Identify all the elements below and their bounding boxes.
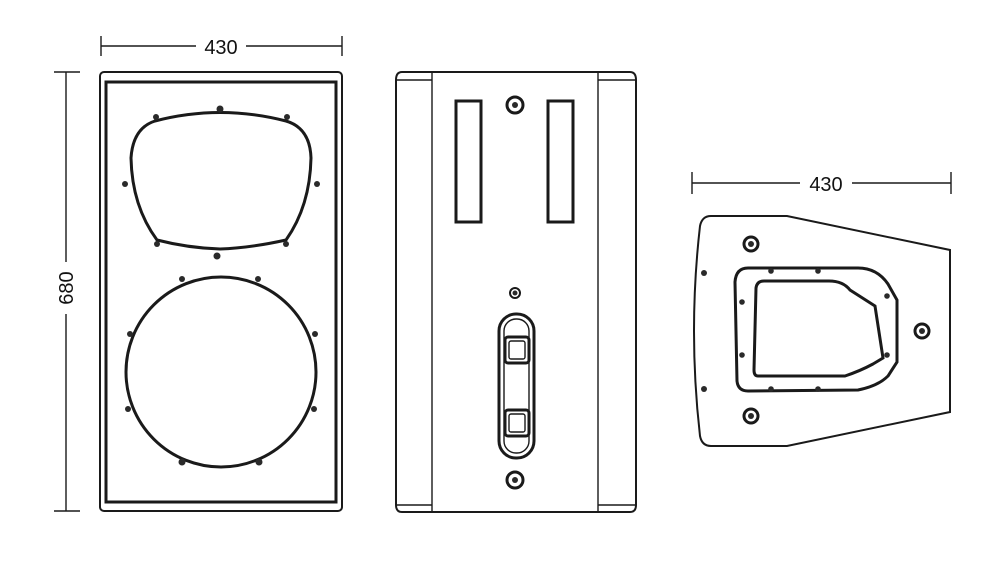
front-grille-frame	[104, 80, 338, 504]
side-baffle-frame	[733, 266, 899, 393]
input-connector	[503, 335, 531, 365]
output-connector	[503, 408, 531, 438]
side-view: 430	[691, 172, 952, 447]
connector-plate	[497, 312, 536, 460]
top-mounting-bolt	[505, 95, 525, 115]
side-screw-holes	[701, 268, 890, 392]
side-bolt-bottom	[742, 407, 760, 425]
front-view: 430 680	[54, 36, 343, 512]
side-bolt-right	[913, 322, 931, 340]
side-depth-dimension: 430	[691, 172, 952, 196]
front-height-label: 680	[56, 271, 78, 304]
side-depth-label: 430	[809, 174, 842, 196]
woofer-cutout	[124, 275, 318, 469]
right-handle-recess	[546, 99, 575, 224]
side-baffle-opening	[752, 279, 885, 378]
left-handle-recess	[454, 99, 483, 224]
horn-opening	[129, 111, 313, 251]
front-cabinet-outline	[99, 71, 343, 512]
front-width-dimension: 430	[100, 36, 343, 59]
front-screw-holes	[122, 105, 320, 466]
front-width-label: 430	[204, 37, 237, 59]
rear-fixing-point	[509, 287, 521, 299]
rear-view	[395, 71, 637, 513]
front-height-dimension: 680	[54, 71, 80, 512]
bottom-mounting-bolt	[505, 470, 525, 490]
connector-plate-inner	[503, 318, 530, 454]
rear-cabinet-outline	[395, 71, 637, 513]
side-bolt-top	[742, 235, 760, 253]
side-cabinet-outline	[693, 215, 951, 447]
